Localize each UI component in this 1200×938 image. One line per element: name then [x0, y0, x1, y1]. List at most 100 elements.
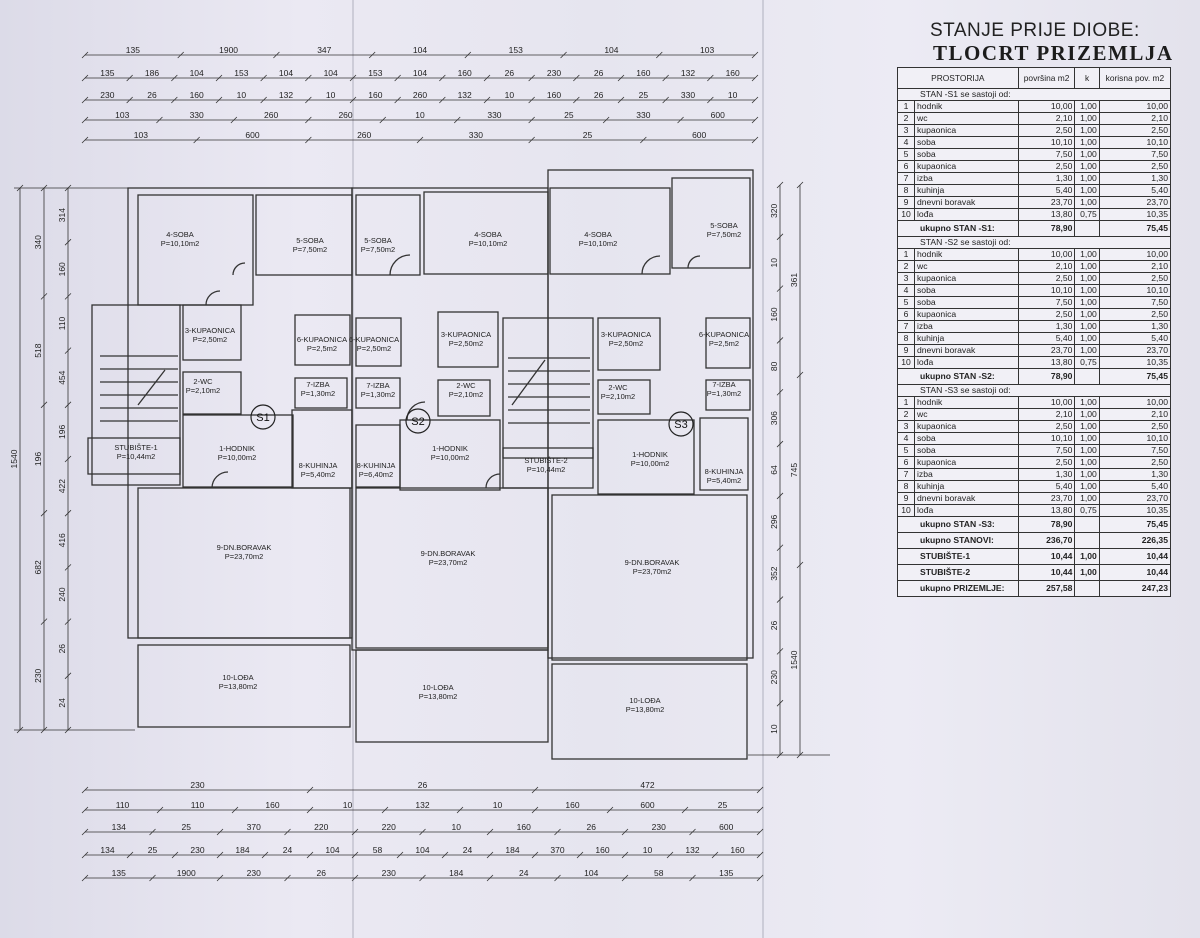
dimension-tick: [305, 96, 312, 104]
top-dimension-label: 260: [338, 110, 352, 120]
top-dimension-label: 104: [279, 68, 293, 78]
dimension-tick: [776, 699, 784, 707]
bottom-dimension-label: 160: [565, 800, 579, 810]
right-dimension-label: 296: [769, 514, 779, 528]
stair-arrow: [511, 359, 546, 406]
dimension-tick: [621, 828, 629, 836]
room-wall: [137, 644, 351, 728]
room-name-label: 4-SOBA: [584, 230, 612, 239]
dimension-tick: [64, 347, 72, 354]
row-room: hodnik: [914, 396, 1019, 409]
room-wall: [551, 494, 748, 661]
dimension-tick: [40, 293, 48, 300]
room-area-label: P=23,70m2: [633, 567, 672, 576]
room-wall: [502, 317, 594, 459]
top-dimension-label: 230: [100, 90, 114, 100]
room-name-label: 3-KUPAONICA: [601, 330, 651, 339]
dimension-tick: [776, 181, 784, 189]
dimension-tick: [662, 74, 669, 82]
total-usable: 75,45: [1098, 220, 1172, 237]
bottom-dimension-label: 160: [517, 822, 531, 832]
bottom-dimension-label: 220: [382, 822, 396, 832]
dimension-tick: [560, 51, 567, 59]
row-k: 1,00: [1074, 456, 1100, 469]
top-dimension-label: 153: [368, 68, 382, 78]
row-k: 1,00: [1074, 272, 1100, 285]
row-k: 0,75: [1074, 504, 1100, 517]
dimension-tick: [756, 874, 764, 882]
room-name-label: 8-KUHINJA: [357, 461, 396, 470]
room-area-label: P=13,80m2: [626, 705, 665, 714]
room-area-label: P=23,70m2: [225, 552, 264, 561]
row-k: 1,00: [1074, 112, 1100, 125]
summary-usable: 226,35: [1098, 532, 1172, 549]
row-area: 10,00: [1017, 396, 1076, 409]
row-k: 1,00: [1074, 284, 1100, 297]
bottom-dimension-label: 58: [373, 845, 383, 855]
dimension-tick: [554, 828, 561, 836]
room-wall: [437, 379, 491, 417]
room-name-label: STUBIŠTE-1: [114, 443, 157, 452]
room-name-label: 1-HODNIK: [632, 450, 668, 459]
row-area: 10,10: [1017, 432, 1076, 445]
top-dimension-label: 132: [681, 68, 695, 78]
dimension-tick: [751, 116, 759, 124]
right-dimension-label: 26: [769, 620, 779, 630]
total-k: [1074, 516, 1100, 533]
row-room: soba: [914, 148, 1019, 161]
dimension-tick: [273, 51, 280, 59]
dimension-tick: [40, 401, 48, 409]
section-heading: STAN -S2 se sastoji od:: [897, 236, 1171, 249]
row-room: kupaonica: [914, 420, 1019, 433]
room-area-label: P=10,00m2: [631, 459, 670, 468]
room-area-label: P=6,40m2: [359, 470, 393, 479]
dimension-tick: [81, 96, 89, 104]
door-swing: [205, 290, 221, 306]
top-dimension-label: 104: [324, 68, 338, 78]
row-usable: 10,10: [1098, 432, 1172, 445]
dimension-tick: [306, 786, 314, 794]
row-usable: 10,10: [1098, 136, 1172, 149]
top-dimension-label: 10: [326, 90, 336, 100]
dimension-tick: [441, 851, 449, 859]
row-area: 2,50: [1017, 272, 1076, 285]
row-area: 1,30: [1017, 468, 1076, 481]
row-index: 10: [897, 208, 915, 221]
room-area-label: P=13,80m2: [219, 682, 258, 691]
apartment-circle: [250, 404, 276, 430]
row-room: kuhinja: [914, 480, 1019, 493]
row-index: 6: [897, 308, 915, 321]
room-name-label: 5-SOBA: [364, 236, 392, 245]
row-usable: 10,00: [1098, 100, 1172, 113]
dimension-tick: [81, 136, 89, 144]
room-wall: [182, 304, 242, 361]
top-dimension-label: 135: [126, 45, 140, 55]
bottom-dimension-label: 230: [652, 822, 666, 832]
right-dimension-label: 320: [769, 204, 779, 218]
row-room: soba: [914, 284, 1019, 297]
dimension-tick: [662, 96, 669, 104]
room-name-label: 10-LOĐA: [629, 696, 660, 705]
total-usable: 75,45: [1098, 368, 1172, 385]
room-wall: [137, 487, 351, 639]
summary-usable: 247,23: [1098, 580, 1172, 597]
section-heading-row: STAN -S2 se sastoji od:: [897, 236, 1171, 249]
dimension-tick: [149, 874, 156, 882]
dimension-tick: [453, 116, 461, 124]
right-dimension-label: 352: [769, 566, 779, 580]
dimension-tick: [81, 74, 89, 82]
top-dimension-label: 160: [547, 90, 561, 100]
dimension-tick: [528, 74, 535, 82]
row-index: 2: [897, 260, 915, 273]
dimension-tick: [617, 96, 625, 104]
row-room: kuhinja: [914, 332, 1019, 345]
room-name-label: 6-KUPAONICA: [297, 335, 347, 344]
room-name-label: 2-WC: [608, 383, 628, 392]
sheet-title-line-2: TLOCRT PRIZEMLJA: [933, 41, 1174, 65]
dimension-tick: [379, 116, 387, 124]
row-k: 1,00: [1074, 420, 1100, 433]
dimension-tick: [483, 74, 491, 82]
